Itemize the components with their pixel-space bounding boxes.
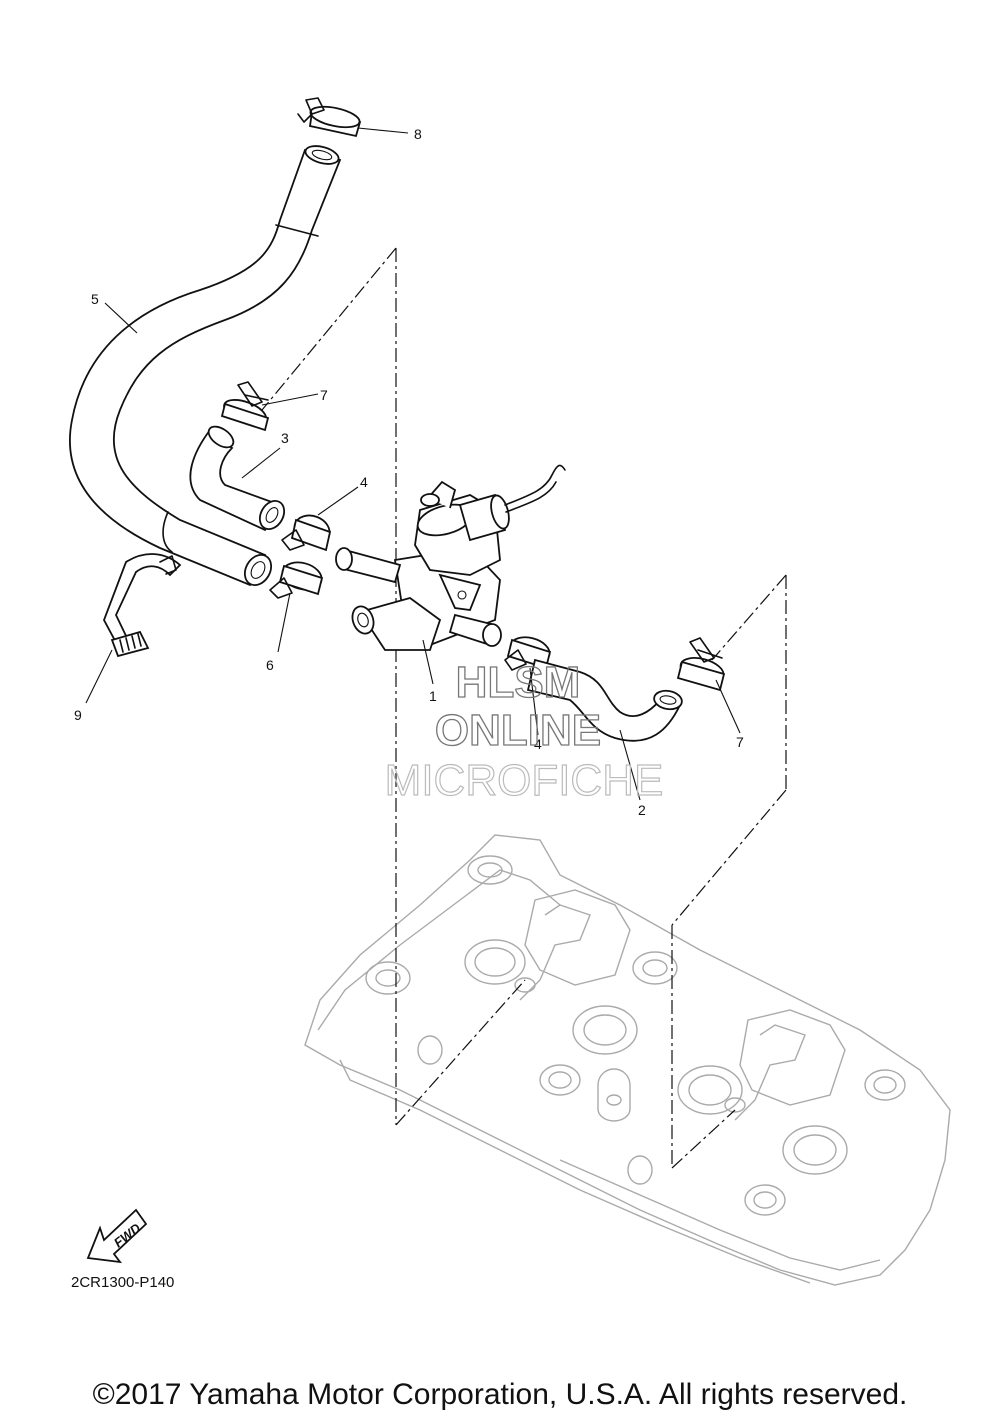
- callout-9: 9: [74, 707, 82, 723]
- callout-8: 8: [414, 126, 422, 142]
- watermark-line-2: ONLINE: [435, 706, 601, 755]
- callout-5: 5: [91, 291, 99, 307]
- callout-labels: 8 5 7 3 4 6 9 1 4 7 2: [74, 126, 744, 818]
- callout-1: 1: [429, 688, 437, 704]
- callout-4-left: 4: [360, 474, 368, 490]
- part-3-hose: [189, 425, 286, 532]
- part-7-hose-clamp-right: [676, 637, 726, 692]
- part-7-hose-clamp-upper: [220, 381, 270, 432]
- copyright-notice: ©2017 Yamaha Motor Corporation, U.S.A. A…: [92, 1378, 908, 1411]
- assembly-reference-lines: [261, 247, 787, 1169]
- part-1-air-cut-valve: [335, 464, 566, 651]
- callout-2: 2: [638, 802, 646, 818]
- part-4-hose-clamp-left: [281, 514, 332, 552]
- part-5-air-hose: [69, 145, 342, 587]
- watermark: HLSM ONLINE MICROFICHE: [384, 657, 664, 805]
- part-8-hose-clamp: [297, 97, 362, 138]
- diagram-code: 2CR1300-P140: [71, 1274, 174, 1291]
- watermark-line-3: MICROFICHE: [385, 756, 664, 805]
- callout-4-right: 4: [534, 736, 542, 752]
- leader-lines: [85, 127, 741, 801]
- callout-7-upper: 7: [320, 387, 328, 403]
- callout-6: 6: [266, 657, 274, 673]
- watermark-line-1: HLSM: [456, 658, 581, 707]
- callout-7-right: 7: [736, 734, 744, 750]
- fwd-arrow-icon: FWD: [86, 1208, 148, 1264]
- part-2-hose: [526, 658, 683, 742]
- cylinder-head-cover: [304, 834, 951, 1286]
- part-9-clamp-band: [103, 553, 182, 658]
- callout-3: 3: [281, 430, 289, 446]
- part-6-hose-clamp: [269, 561, 324, 599]
